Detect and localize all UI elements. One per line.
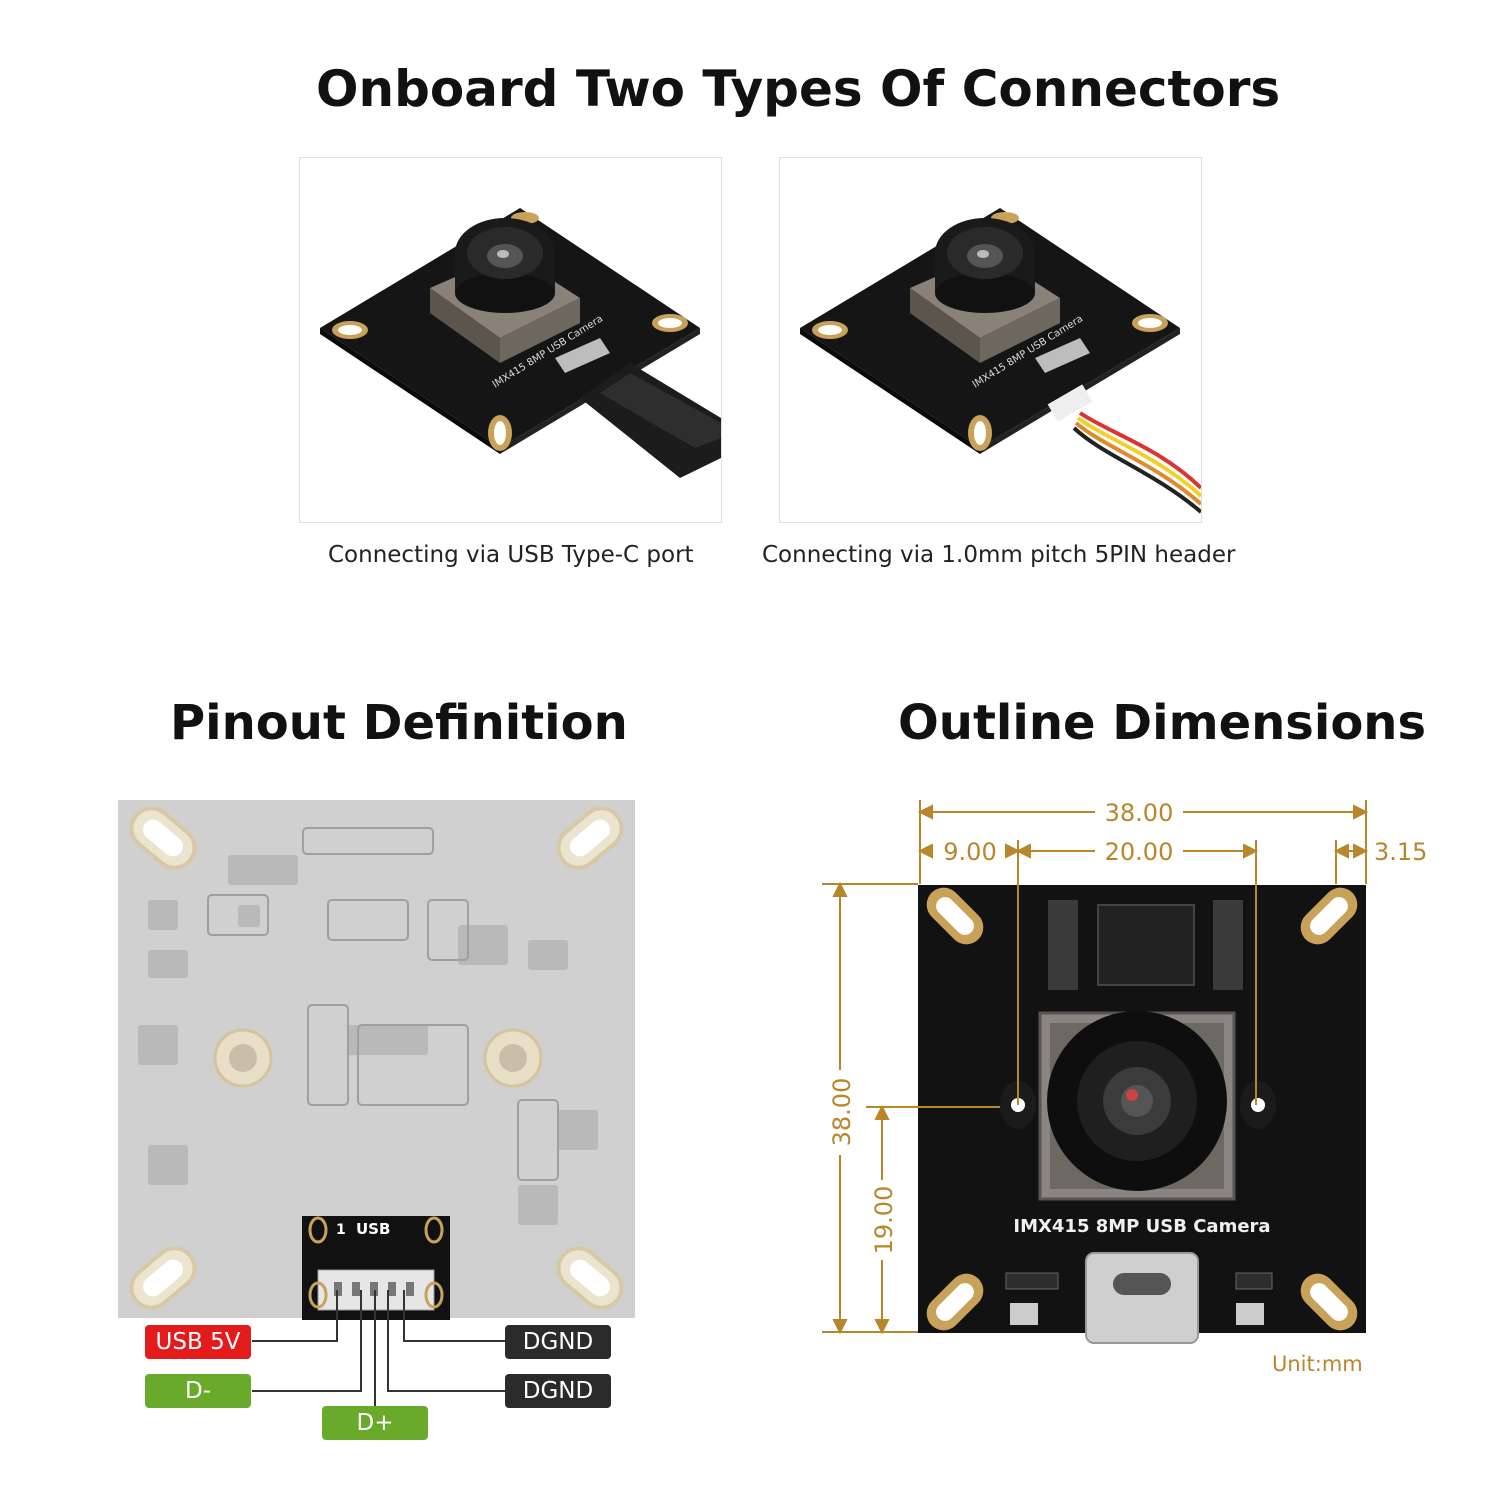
section-title-dimensions: Outline Dimensions bbox=[898, 695, 1427, 751]
photo-5pin-header: IMX415 8MP USB Camera bbox=[779, 157, 1202, 523]
connector-usb-silk: USB bbox=[356, 1220, 390, 1238]
faded-board-image: 1 USB bbox=[118, 800, 635, 1320]
board-silk-label: IMX415 8MP USB Camera bbox=[1013, 1216, 1270, 1237]
camera-board-header-image: IMX415 8MP USB Camera bbox=[800, 208, 1201, 514]
unit-label: Unit:mm bbox=[1272, 1352, 1363, 1376]
dim-height-total: 38.00 bbox=[828, 1078, 856, 1147]
photo-usb-type-c: IMX415 8MP USB Camera bbox=[299, 157, 722, 523]
camera-board-top-image: IMX415 8MP USB Camera bbox=[918, 885, 1366, 1344]
caption-usb-type-c: Connecting via USB Type-C port bbox=[328, 542, 694, 568]
pin-label-dgnd-2: DGND bbox=[505, 1374, 611, 1408]
pin-label-d-plus: D+ bbox=[322, 1406, 428, 1440]
caption-5pin-header: Connecting via 1.0mm pitch 5PIN header bbox=[762, 542, 1236, 568]
dim-hole-height: 19.00 bbox=[870, 1186, 898, 1255]
pin-label-usb-5v: USB 5V bbox=[145, 1325, 251, 1359]
pinout-board-figure: 1 USB bbox=[118, 800, 635, 1320]
connector-pin-one-mark: 1 bbox=[336, 1222, 346, 1238]
pin-label-dgnd-1: DGND bbox=[505, 1325, 611, 1359]
section-title-connectors: Onboard Two Types Of Connectors bbox=[316, 60, 1281, 118]
dim-left-offset: 9.00 bbox=[943, 838, 996, 866]
dimension-board-figure: IMX415 8MP USB Camera bbox=[918, 885, 1366, 1345]
pin-label-d-minus: D- bbox=[145, 1374, 251, 1408]
section-title-pinout: Pinout Definition bbox=[170, 695, 628, 751]
dim-hole-offset: 3.15 bbox=[1374, 838, 1427, 866]
dim-lens-width: 20.00 bbox=[1105, 838, 1174, 866]
dim-width-total: 38.00 bbox=[1105, 799, 1174, 827]
camera-board-usbc-image: IMX415 8MP USB Camera bbox=[320, 208, 721, 478]
